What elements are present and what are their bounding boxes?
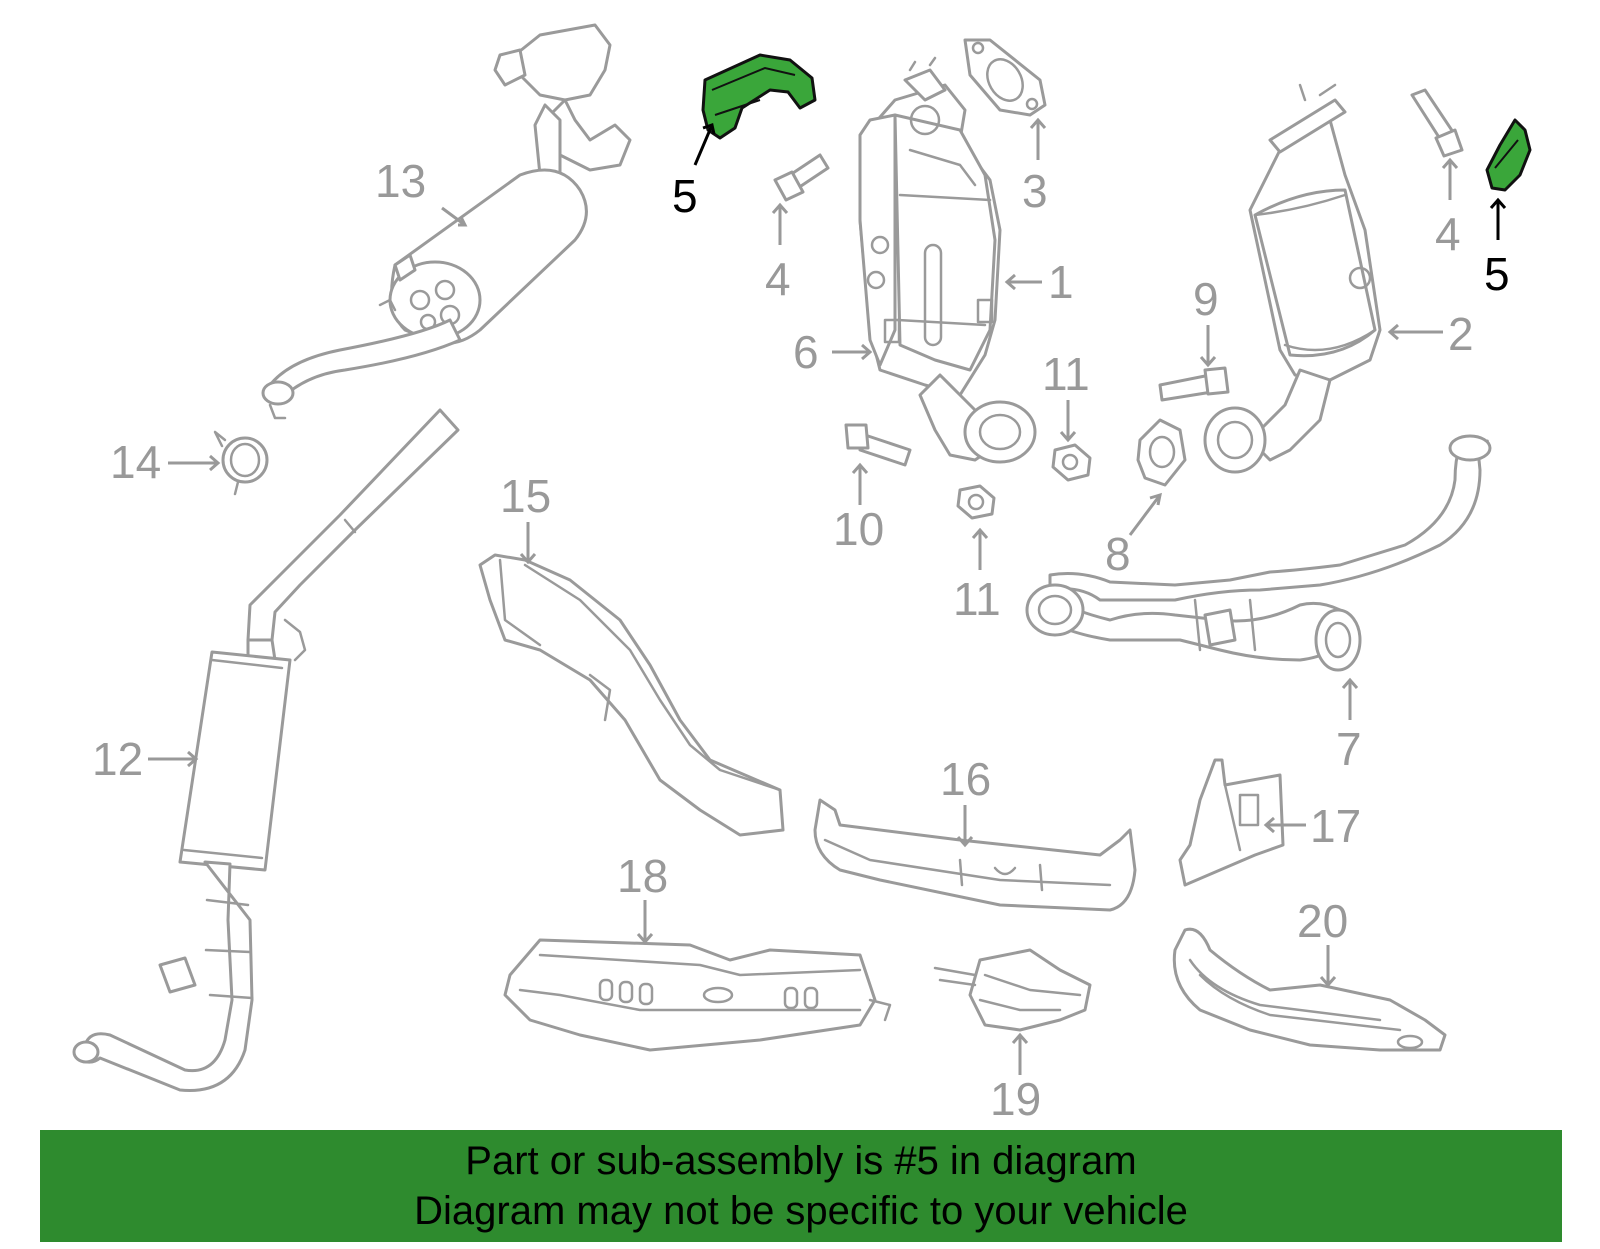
callout-2: 2 (1448, 308, 1474, 360)
part-3-gasket (963, 38, 1047, 117)
callout-10: 10 (833, 503, 884, 555)
part-14-clamp (213, 430, 269, 496)
part-11-nut-upper (1051, 443, 1092, 482)
part-20-heat-shield (1172, 927, 1447, 1052)
part-1-catalytic-converter (858, 56, 1037, 464)
part-11-nut-lower (956, 484, 996, 520)
part-5-highlighted-left (701, 53, 817, 140)
callout-1: 1 (1048, 256, 1074, 308)
part-10-bolt (844, 423, 912, 467)
leader-lines-highlighted (693, 123, 1507, 240)
part-15-heat-shield (478, 553, 785, 837)
part-13-muffler (261, 23, 632, 420)
info-banner: Part or sub-assembly is #5 in diagram Di… (40, 1130, 1562, 1242)
part-7-y-pipe (1025, 434, 1492, 672)
part-5-highlighted-right (1485, 118, 1532, 192)
callout-5-left: 5 (672, 170, 698, 222)
callout-numbers: 13 14 12 5 4 3 1 6 4 5 2 9 11 10 11 8 7 … (92, 155, 1510, 1125)
callout-15: 15 (500, 470, 551, 522)
callout-20: 20 (1297, 895, 1348, 947)
part-16-heat-shield (813, 798, 1137, 912)
callout-4-left: 4 (765, 253, 791, 305)
callout-6: 6 (793, 326, 819, 378)
part-9-bolt (1158, 366, 1230, 402)
callout-4-right: 4 (1435, 208, 1461, 260)
callout-8: 8 (1105, 528, 1131, 580)
callout-17: 17 (1310, 800, 1361, 852)
callout-11-lower: 11 (953, 573, 1001, 625)
callout-14: 14 (110, 436, 161, 488)
part-2-catalytic-converter (1203, 83, 1382, 474)
callout-13: 13 (375, 155, 426, 207)
leader-lines (148, 117, 1459, 1075)
callout-12: 12 (92, 733, 143, 785)
part-17-shield (1178, 758, 1285, 887)
callout-18: 18 (617, 850, 668, 902)
callout-19: 19 (990, 1073, 1041, 1125)
part-19-heat-shield (933, 948, 1092, 1032)
callout-16: 16 (940, 753, 991, 805)
callout-9: 9 (1193, 273, 1219, 325)
callout-11-upper: 11 (1042, 348, 1090, 400)
part-12-resonator-pipe (72, 408, 460, 1092)
callout-7: 7 (1336, 723, 1362, 775)
banner-line-2: Diagram may not be specific to your vehi… (414, 1189, 1188, 1233)
callout-5-right: 5 (1484, 248, 1510, 300)
callout-3: 3 (1022, 165, 1048, 217)
part-18-heat-shield (503, 938, 892, 1052)
banner-line-1: Part or sub-assembly is #5 in diagram (465, 1139, 1137, 1183)
part-4-bolt-right (1410, 88, 1464, 158)
part-8-gasket (1136, 418, 1187, 487)
part-4-bolt-left (773, 153, 830, 202)
